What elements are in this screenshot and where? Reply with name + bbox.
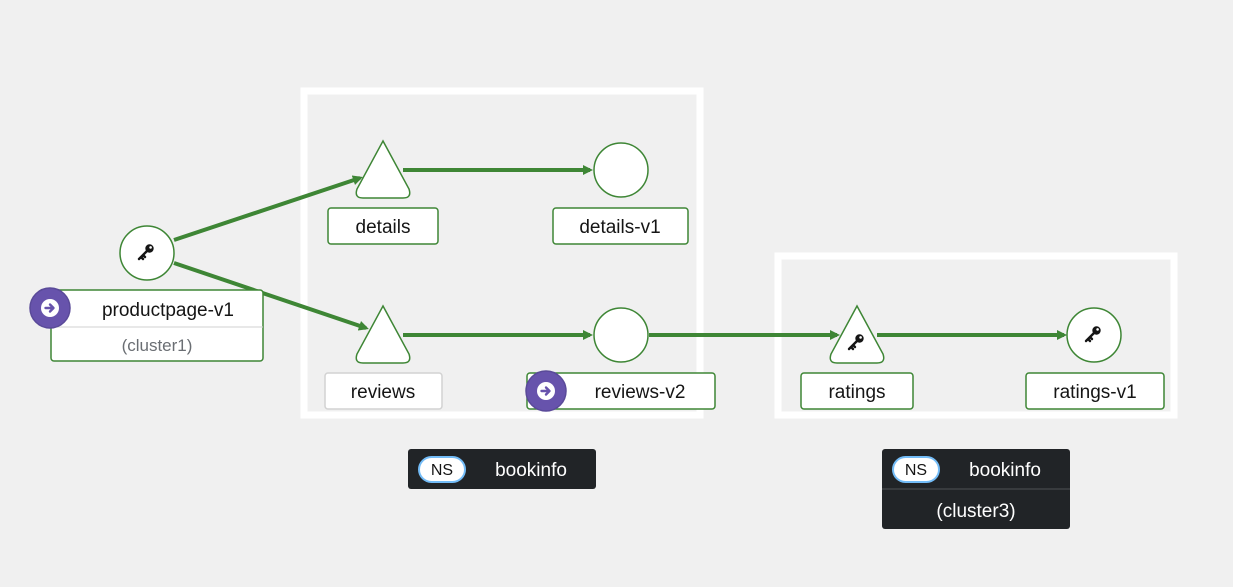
node-details-v1[interactable]: details-v1 xyxy=(552,142,689,245)
node-productpage-v1[interactable]: productpage-v1 (cluster1) xyxy=(29,225,264,362)
node-details[interactable]: details xyxy=(327,139,439,245)
node-label: reviews xyxy=(351,382,415,403)
edge-productpage-reviews[interactable] xyxy=(173,261,369,331)
edge-productpage-details[interactable] xyxy=(173,175,363,242)
node-reviews-v2[interactable]: reviews-v2 xyxy=(525,307,716,412)
node-label: productpage-v1 xyxy=(102,300,234,321)
node-reviews[interactable]: reviews xyxy=(324,304,443,410)
node-label: details xyxy=(356,217,411,238)
ns-badge: NS xyxy=(905,462,927,479)
arrow-right-circle-icon xyxy=(29,287,71,329)
node-ratings-v1[interactable]: ratings-v1 xyxy=(1025,307,1165,410)
node-cluster-label: (cluster1) xyxy=(122,336,193,355)
namespace-name: bookinfo xyxy=(969,460,1041,481)
node-label: reviews-v2 xyxy=(595,382,686,403)
node-ratings[interactable]: ratings xyxy=(800,304,914,410)
arrow-right-circle-icon xyxy=(525,370,567,412)
namespace-name: bookinfo xyxy=(495,460,567,481)
namespace-label-bookinfo[interactable]: NS bookinfo xyxy=(408,449,596,489)
node-label: ratings-v1 xyxy=(1053,382,1136,403)
node-label: details-v1 xyxy=(579,217,660,238)
node-label: ratings xyxy=(828,382,885,403)
namespace-box-bookinfo[interactable] xyxy=(300,87,704,419)
namespace-label-bookinfo-cluster3[interactable]: NS bookinfo (cluster3) xyxy=(882,449,1070,529)
ns-badge: NS xyxy=(431,462,453,479)
namespace-cluster: (cluster3) xyxy=(936,501,1015,522)
